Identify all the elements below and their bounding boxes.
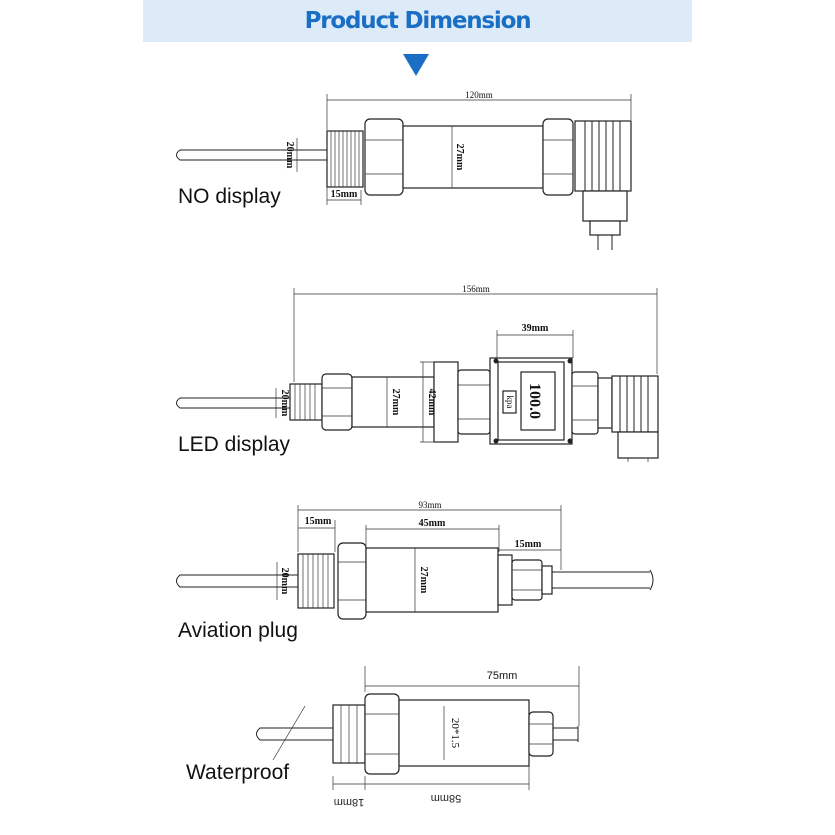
dim-body-diameter: 27mm [454, 144, 465, 171]
dim-overall-length: 120mm [465, 90, 493, 100]
dim-overall-length: 75mm [487, 670, 518, 682]
header-banner: Product Dimension [143, 0, 692, 42]
variant-aviation-plug: 93mm 15mm 45mm 15mm 20mm 27mm Aviation p… [176, 500, 654, 642]
variant-no-display: 120mm 20mm 27mm 15mm NO display [176, 90, 632, 250]
chevron-down-icon [403, 54, 429, 76]
dim-housing-height: 42mm [426, 389, 437, 416]
variant-waterproof: 75mm 20*1.5 18mm 58mm Waterproof [186, 666, 580, 808]
caption-waterproof: Waterproof [186, 761, 289, 784]
caption-aviation-plug: Aviation plug [178, 619, 298, 642]
dim-probe-diameter: 20mm [279, 568, 290, 595]
dim-body-diameter: 27mm [418, 567, 429, 594]
caption-led-display: LED display [178, 433, 291, 456]
page-title: Product Dimension [304, 8, 532, 34]
dim-thread-spec: 20*1.5 [449, 718, 461, 749]
display-unit: kpa [505, 396, 515, 409]
dim-probe-diameter: 20mm [279, 390, 290, 417]
dim-thread-length: 15mm [331, 189, 358, 200]
dim-thread-length: 15mm [305, 516, 332, 527]
dim-display-width: 39mm [522, 323, 549, 334]
dim-body-length: 45mm [419, 518, 446, 529]
caption-no-display: NO display [178, 185, 281, 208]
display-reading: 100.0 [526, 383, 543, 419]
dim-plug-length: 15mm [515, 539, 542, 550]
dim-overall-length: 156mm [462, 284, 490, 294]
dim-body-diameter: 27mm [390, 389, 401, 416]
dim-thread-length: 18mm [334, 796, 365, 808]
dim-body-length: 58mm [431, 792, 462, 804]
dim-probe-diameter: 20mm [284, 142, 295, 169]
variant-led-display: 100.0 kpa 156mm 39mm 20mm 27mm [176, 284, 659, 462]
dim-overall-length: 93mm [418, 500, 441, 510]
